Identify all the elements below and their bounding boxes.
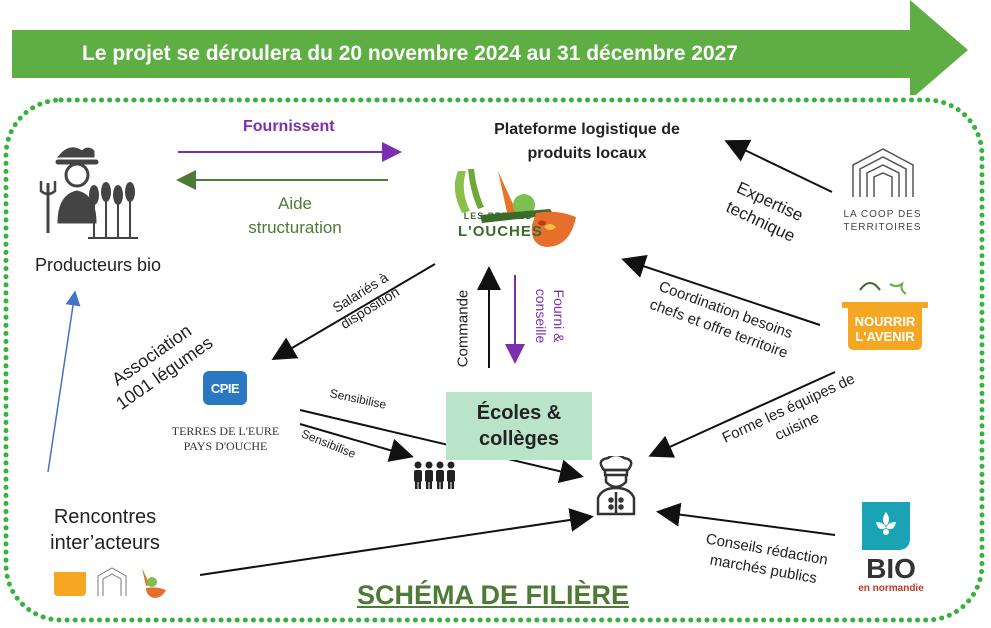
rencontres-line1: Rencontres — [53, 506, 157, 528]
petites-ouches-line1: LES PETITES — [463, 211, 533, 221]
cpie-logo: CPIE — [203, 371, 247, 405]
schools-line2: collèges — [478, 428, 560, 450]
producers-label: Producteurs bio — [35, 255, 162, 275]
rencontres-line2: inter’acteurs — [50, 532, 160, 554]
arrow-sensibilise-chef — [299, 409, 584, 484]
fournissent-label: Fournissent — [243, 118, 335, 135]
cpie-text: TERRES DE L'EURE PAYS D'OUCHE — [158, 424, 293, 454]
petites-ouches-line2: L'OUCHES — [458, 223, 543, 240]
arrow-conseils — [656, 502, 836, 536]
bio-line2: en normandie — [858, 583, 924, 594]
arrow-forme — [648, 371, 836, 458]
nourrir-avenir-logo — [842, 281, 928, 350]
banner-arrow — [12, 0, 968, 95]
bio-line1: BIO — [866, 553, 916, 584]
cpie-mark: CPIE — [210, 380, 240, 396]
platform-line2: produits locaux — [527, 145, 647, 162]
nourrir-avenir-text: NOURRIR L'AVENIR — [845, 314, 925, 344]
nourrir-line1: NOURRIR — [854, 314, 916, 329]
platform-title: Plateforme logistique de produits locaux — [452, 118, 722, 166]
arrow-sensibilise-children — [299, 423, 414, 462]
fourni-line2: conseille — [533, 288, 549, 344]
coop-territoires-text: LA COOP DES TERRITOIRES — [830, 208, 935, 234]
schema-title: SCHÉMA DE FILIÈRE — [357, 580, 630, 610]
chef-icon — [596, 456, 636, 516]
farmer-icon — [39, 147, 138, 239]
bio-normandie-text: BIO en normandie — [843, 553, 939, 595]
fourni-label: Fourni & conseille — [532, 266, 568, 366]
cpie-line2: PAYS D'OUCHE — [183, 439, 268, 453]
arrow-salaries — [271, 263, 436, 361]
project-dates-banner: Le projet se déroulera du 20 novembre 20… — [82, 42, 738, 65]
children-icon — [414, 461, 455, 489]
aide-line1: Aide — [277, 194, 313, 213]
coop-line1: LA COOP DES — [843, 209, 922, 220]
platform-line1: Plateforme logistique de — [494, 121, 680, 138]
arrow-coordination — [621, 254, 821, 326]
petites-ouches-text: LES PETITES L'OUCHES — [458, 210, 543, 241]
rencontres-label: Rencontres inter’acteurs — [30, 504, 180, 556]
arrow-rencontres — [199, 508, 594, 576]
cpie-line1: TERRES DE L'EURE — [171, 424, 280, 438]
nourrir-line2: L'AVENIR — [855, 329, 915, 344]
arrow-blue-rencontres-producers — [47, 290, 81, 473]
rencontres-partner-logos — [54, 567, 166, 598]
aide-line2: structuration — [248, 218, 342, 237]
coop-line2: TERRITOIRES — [843, 222, 922, 233]
schools-box: Écoles & collèges — [446, 392, 592, 460]
aide-label: Aide structuration — [230, 192, 360, 240]
commande-label: Commande — [454, 289, 472, 368]
arrow-expertise — [724, 139, 833, 193]
fourni-line1: Fourni & — [551, 289, 567, 343]
schools-line1: Écoles & — [476, 402, 562, 424]
petites-ouches-logo — [454, 169, 576, 247]
bio-normandie-logo — [862, 502, 910, 550]
coop-territoires-logo — [852, 148, 914, 197]
